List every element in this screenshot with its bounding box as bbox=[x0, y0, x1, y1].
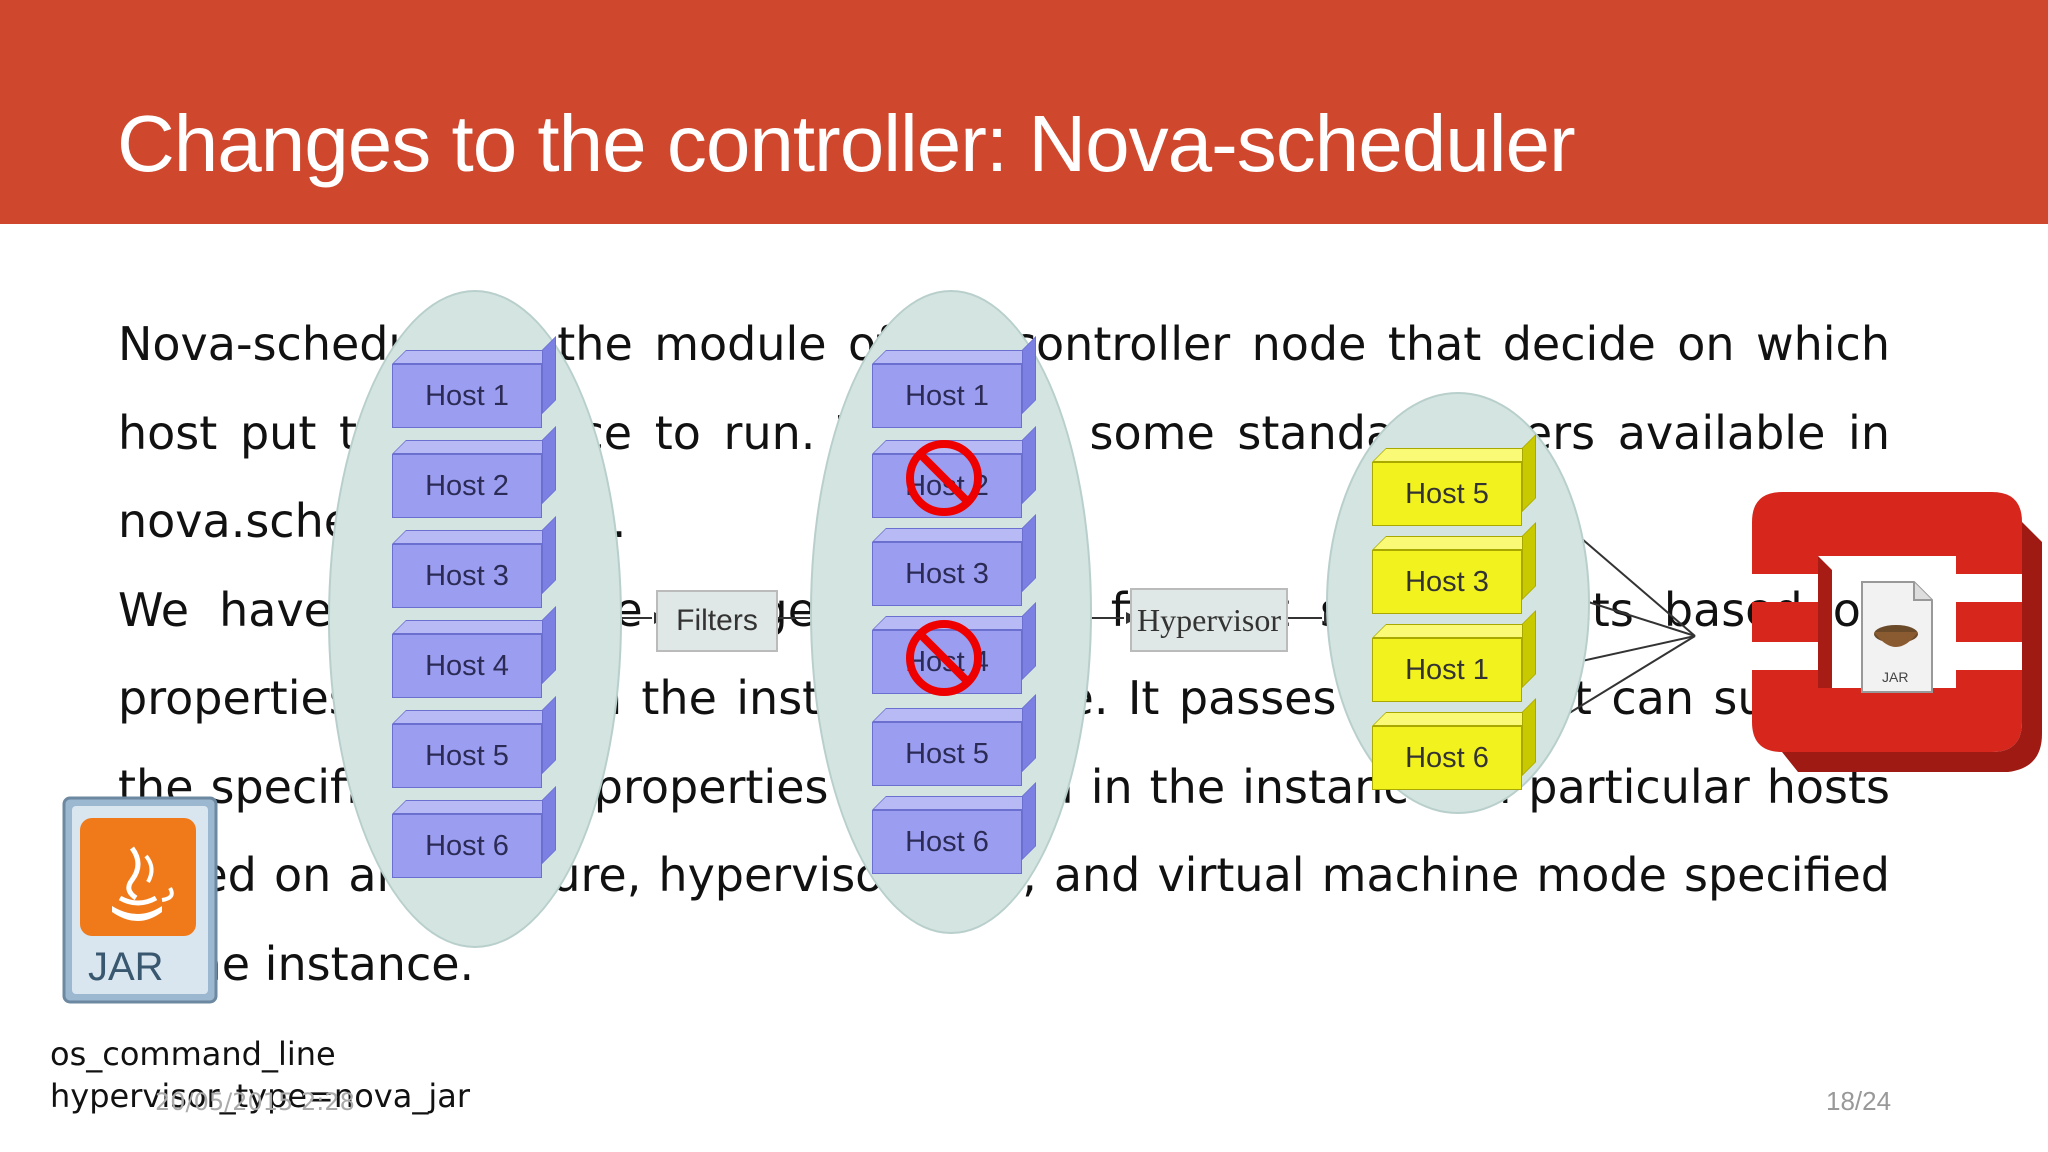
body-paragraph-1: Nova-scheduler is the module of the cont… bbox=[118, 317, 1890, 548]
java-jar-icon: JAR bbox=[62, 796, 218, 1004]
footer-line-2: hypervisor_type=nova_jar bbox=[50, 1077, 470, 1115]
footer-config: os_command_line hypervisor_type=nova_jar bbox=[50, 1033, 470, 1117]
page-number: 18/24 bbox=[1826, 1086, 1892, 1116]
title-bar bbox=[0, 0, 2048, 224]
footer-line-1: os_command_line bbox=[50, 1035, 336, 1073]
slide-date: 20/05/2015 2:28 bbox=[155, 1088, 355, 1116]
body-paragraph-2: We have created the image properties fil… bbox=[118, 582, 1890, 991]
slide-body: Nova-scheduler is the module of the cont… bbox=[118, 300, 1890, 1008]
jar-label: JAR bbox=[88, 945, 164, 989]
slide-title: Changes to the controller: Nova-schedule… bbox=[117, 99, 1576, 188]
